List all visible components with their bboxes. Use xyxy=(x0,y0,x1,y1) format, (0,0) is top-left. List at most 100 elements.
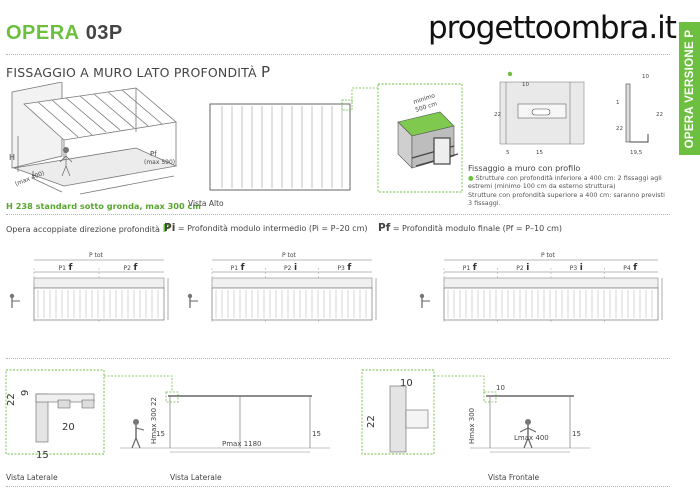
fixing-note-line: 3 fissaggi. xyxy=(468,198,501,207)
module-label: P1 xyxy=(59,265,67,272)
module-label: P4 xyxy=(623,265,631,272)
perspective-drawing: H L (max 400) Pf (max 590) xyxy=(9,82,178,195)
dim-22c: 22 xyxy=(616,126,623,132)
divider-bottom xyxy=(6,358,670,359)
persp-pf: Pf xyxy=(150,150,157,158)
d1-22: 22 xyxy=(6,393,17,406)
person-head-icon xyxy=(187,293,193,299)
fixing-note-line: ● Strutture con profondità inferiore a 4… xyxy=(468,174,662,182)
side-tab: OPERA VERSIONE P xyxy=(679,22,700,155)
gutter-band xyxy=(211,277,373,289)
front-hmax: Hmax 300 xyxy=(468,408,476,444)
ptot-label: P tot xyxy=(89,252,104,259)
module-type: f xyxy=(69,263,73,273)
caption-vista-frontale: Vista Frontale xyxy=(488,473,540,482)
dim-19-5: 19,5 xyxy=(630,150,643,156)
module-type: i xyxy=(294,263,297,273)
divider-mid xyxy=(6,214,670,215)
legend-accoppiate: Opera accoppiate direzione profondità P xyxy=(6,222,171,235)
module-label: P2 xyxy=(124,265,132,272)
module-label: P1 xyxy=(463,265,471,272)
front-10: 10 xyxy=(496,384,505,392)
legend-pf-symbol: Pf xyxy=(378,222,391,234)
section-title-letter: P xyxy=(260,63,271,81)
module-label: P3 xyxy=(337,265,345,272)
persp-h: H xyxy=(9,153,15,162)
section-title: FISSAGGIO A MURO LATO PROFONDITÀ P xyxy=(6,63,270,81)
divider-top xyxy=(6,54,670,55)
side-15a: 15 xyxy=(156,430,165,438)
module-type: f xyxy=(134,263,138,273)
module-type: i xyxy=(526,263,529,273)
fixing-note-line: Strutture con profondità superiore a 400… xyxy=(468,190,665,199)
d1-9: 9 xyxy=(20,390,31,396)
module-label: P2 xyxy=(516,265,524,272)
module-label: P2 xyxy=(284,265,292,272)
module-type: f xyxy=(347,263,351,273)
fixing-section-drawing: 10 10 22 5 15 19,5 22 1 22 xyxy=(494,71,663,156)
dim-22b: 22 xyxy=(656,112,663,118)
module-type: f xyxy=(241,263,245,273)
legend-pf: Pf = Profondità modulo finale (Pf = P–10… xyxy=(378,222,562,234)
legend-pi-symbol: Pi xyxy=(164,222,176,234)
person-head-icon xyxy=(9,293,15,299)
fixing-notes: ● Strutture con profondità inferiore a 4… xyxy=(468,174,674,207)
persp-l: L xyxy=(32,170,36,178)
brand-model: 03P xyxy=(85,22,123,44)
connector-dotted xyxy=(351,87,382,102)
d1-15: 15 xyxy=(36,450,49,461)
caption-vista-laterale-1: Vista Laterale xyxy=(6,473,58,482)
module-label: P3 xyxy=(570,265,578,272)
legend-pi: Pi = Profondità modulo intermedio (Pi = … xyxy=(164,222,368,234)
fixing-title: Fissaggio a muro con profilo xyxy=(468,164,581,173)
brand-title: OPERA 03P xyxy=(6,22,123,45)
wall-fixing-detail: minimo 500 cm xyxy=(377,83,463,193)
ptot-label: P tot xyxy=(541,252,556,259)
side-hmax: Hmax 300 xyxy=(150,408,158,444)
divider-footer xyxy=(6,486,670,487)
legend-pf-text: = Profondità modulo finale (Pf = P–10 cm… xyxy=(392,224,563,233)
ptot-label: P tot xyxy=(282,252,297,259)
module-label: P1 xyxy=(231,265,239,272)
height-note: H 238 standard sotto gronda, max 300 cm xyxy=(6,201,201,211)
brand-opera: OPERA xyxy=(6,22,80,44)
structure-body xyxy=(33,287,165,321)
dim-1: 1 xyxy=(616,100,620,106)
module-type: f xyxy=(633,263,637,273)
d2-22: 22 xyxy=(366,415,377,428)
caption-vista-laterale-2: Vista Laterale xyxy=(170,473,222,482)
dim-22: 22 xyxy=(494,112,501,118)
legend-accoppiate-text: Opera accoppiate direzione profondità xyxy=(6,225,160,234)
persp-pf-max: (max 590) xyxy=(144,159,175,166)
side-tab-label: OPERA VERSIONE P xyxy=(683,29,696,148)
dim-15: 15 xyxy=(536,150,543,156)
d1-20: 20 xyxy=(62,422,75,433)
side-pmax: Pmax 1180 xyxy=(222,440,262,448)
bottom-drawings: 22 9 20 15 22 Hmax 300 15 Pmax 1180 15 1… xyxy=(5,369,590,461)
dim-10: 10 xyxy=(522,82,529,88)
front-lmax: Lmax 400 xyxy=(514,434,549,442)
d2-10: 10 xyxy=(400,378,413,389)
dim-5: 5 xyxy=(506,150,510,156)
structure-body xyxy=(211,287,373,321)
legend-pi-text: = Profondità modulo intermedio (Pi = P–2… xyxy=(177,224,368,233)
site-logo: progettoombra.it xyxy=(428,10,677,46)
section-title-text: FISSAGGIO A MURO LATO PROFONDITÀ xyxy=(6,65,257,80)
top-view-drawing xyxy=(209,99,353,191)
gutter-band xyxy=(33,277,165,289)
caption-vista-alto: Vista Alto xyxy=(188,199,224,208)
fixing-note-line: estremi (minimo 100 cm da esterno strutt… xyxy=(468,182,616,191)
dim-10b: 10 xyxy=(642,74,649,80)
side-15b: 15 xyxy=(312,430,321,438)
gutter-band xyxy=(443,277,659,289)
module-type: f xyxy=(473,263,477,273)
module-type: i xyxy=(580,263,583,273)
legend-accoppiate-letter: P xyxy=(162,222,171,235)
front-15: 15 xyxy=(572,430,581,438)
structure-body xyxy=(443,287,659,321)
